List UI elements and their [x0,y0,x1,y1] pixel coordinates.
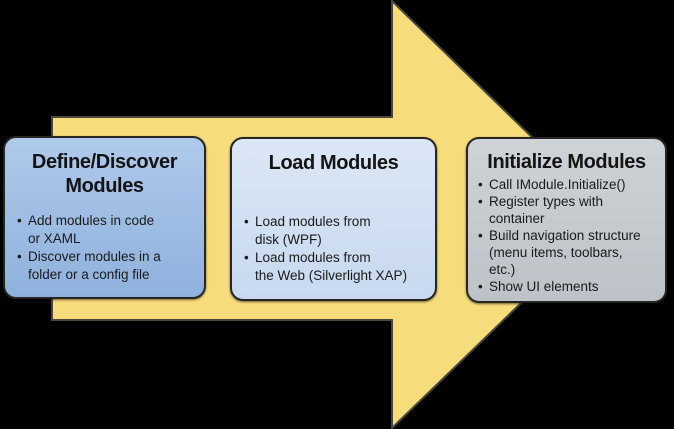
box-init-bullet-list: Call IModule.Initialize() Register types… [468,176,665,295]
bullet-item: Add modules in code or XAML [15,212,200,248]
bullet-item: Load modules from disk (WPF) [242,213,431,249]
bullet-item: Show UI elements [476,278,661,295]
bullet-item: Discover modules in a folder or a config… [15,248,200,284]
bullet-item: Register types with container [476,193,661,227]
bullet-item: Build navigation structure (menu items, … [476,227,661,278]
box-load-modules: Load Modules Load modules from disk (WPF… [230,137,437,301]
box-define-discover-modules: Define/Discover Modules Add modules in c… [3,136,206,299]
box-load-bullet-list: Load modules from disk (WPF) Load module… [232,213,435,285]
bullet-item: Load modules from the Web (Silverlight X… [242,249,431,285]
box-define-bullet-list: Add modules in code or XAML Discover mod… [5,212,204,284]
box-init-title: Initialize Modules [487,151,646,173]
bullet-item: Call IModule.Initialize() [476,176,661,193]
box-define-title: Define/Discover Modules [31,151,178,197]
box-initialize-modules: Initialize Modules Call IModule.Initiali… [466,137,667,303]
box-load-title: Load Modules [268,152,399,174]
